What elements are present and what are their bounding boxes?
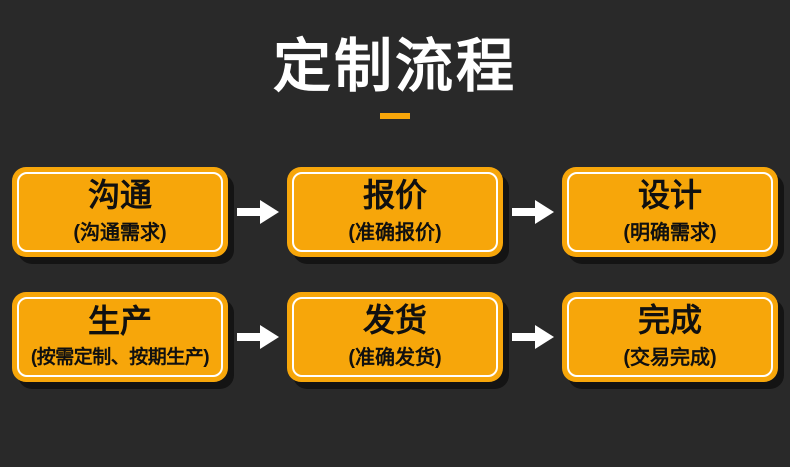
flow-row-2: 生产 (按需定制、按期生产) 发货 (准确发货) 完成 (交易完成) (0, 291, 790, 382)
arrow-right-icon (510, 324, 556, 349)
step-box-production: 生产 (按需定制、按期生产) (12, 291, 228, 382)
step-title: 沟通 (87, 177, 152, 214)
step-box-quotation: 报价 (准确报价) (287, 166, 503, 257)
step-subtitle: (准确发货) (348, 347, 442, 370)
step-box-shipping: 发货 (准确发货) (287, 291, 503, 382)
page-title: 定制流程 (272, 34, 517, 99)
arrow-right-icon (235, 199, 281, 224)
step-title: 设计 (637, 177, 702, 214)
step-subtitle: (按需定制、按期生产) (30, 347, 210, 369)
arrow-right-icon (510, 199, 556, 224)
flow-row-1: 沟通 (沟通需求) 报价 (准确报价) 设计 (明确需求) (0, 166, 790, 257)
step-subtitle: (明确需求) (623, 222, 717, 245)
step-title: 完成 (637, 302, 702, 339)
step-box-design: 设计 (明确需求) (562, 166, 778, 257)
step-subtitle: (交易完成) (623, 347, 717, 370)
step-box-communication: 沟通 (沟通需求) (12, 166, 228, 257)
title-underline (380, 112, 410, 119)
step-title: 报价 (362, 177, 427, 214)
step-title: 生产 (87, 303, 152, 340)
step-subtitle: (准确报价) (348, 222, 442, 245)
step-subtitle: (沟通需求) (73, 222, 167, 245)
step-title: 发货 (362, 302, 427, 339)
arrow-right-icon (235, 324, 281, 349)
step-box-completion: 完成 (交易完成) (562, 291, 778, 382)
